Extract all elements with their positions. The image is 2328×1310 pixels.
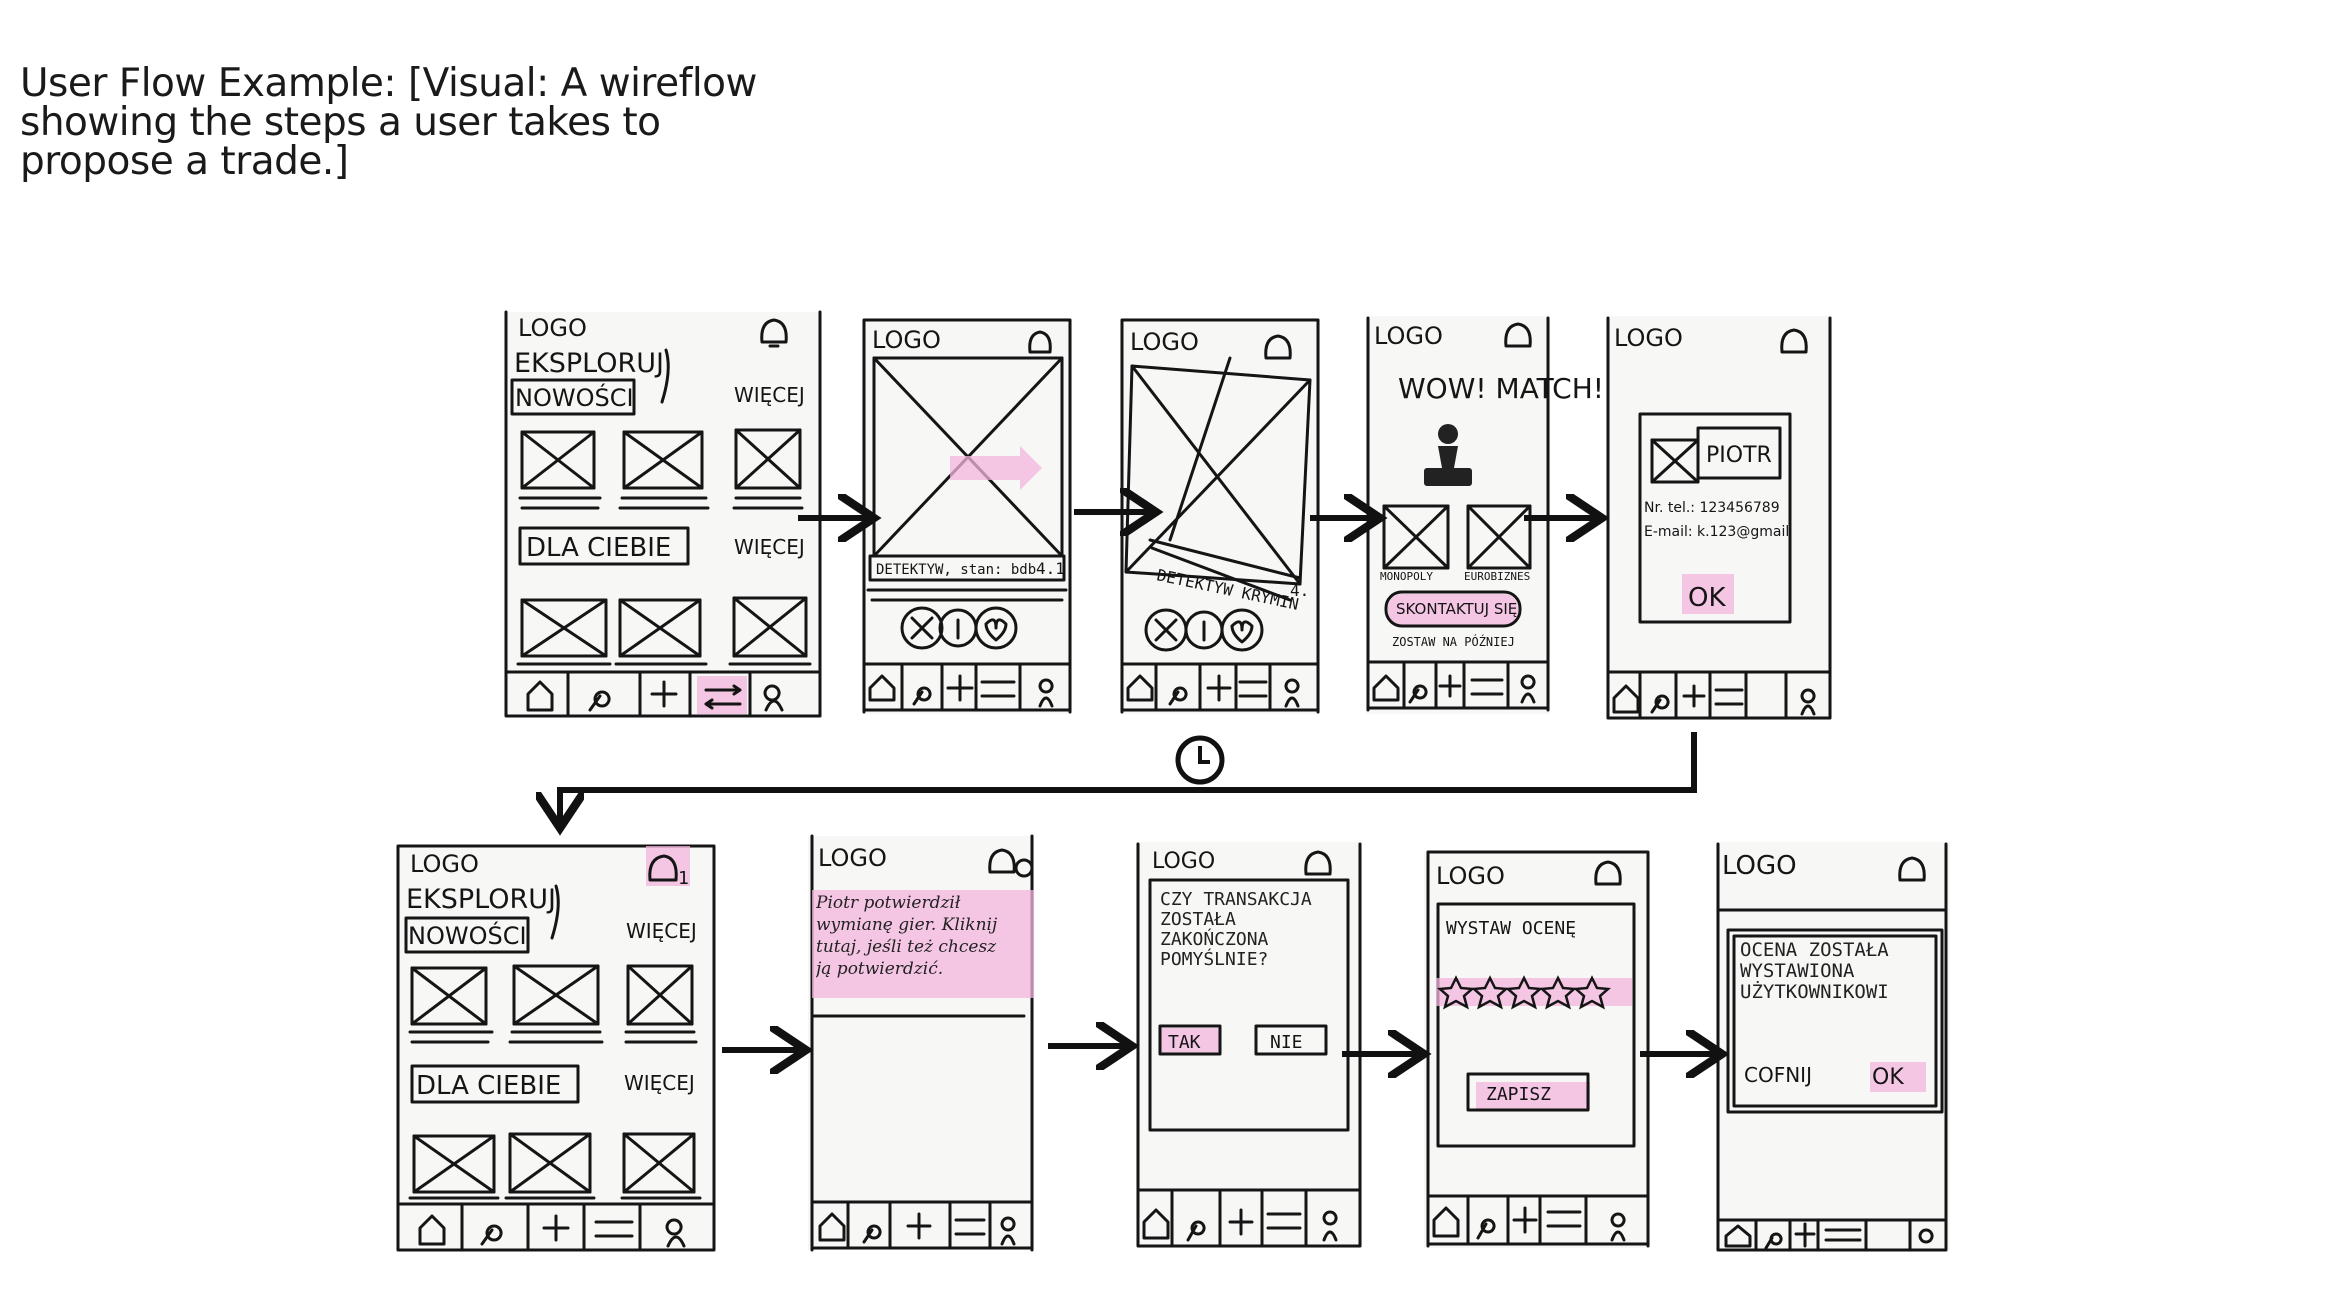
back-button[interactable]: COFNIJ (1744, 1063, 1812, 1087)
ok-button[interactable]: OK (1872, 1065, 1904, 1090)
save-button[interactable] (1466, 1072, 1590, 1112)
nav-bar (526, 670, 784, 718)
bell-icon (1504, 322, 1532, 348)
rating-stars[interactable] (1436, 975, 1612, 1010)
swipe-arrow (950, 446, 1042, 490)
contact-dialog (1638, 412, 1792, 624)
bell-icon (1594, 860, 1622, 886)
contact-phone: Nr. tel.: 123456789 (1644, 500, 1780, 516)
news-label: NOWOŚCI (408, 920, 527, 950)
logo-text: LOGO (518, 314, 587, 342)
more-label-2: WIĘCEJ (734, 535, 805, 559)
contact-button[interactable] (1384, 590, 1522, 628)
screen-explore-notification: LOGO 1 EKSPLORUJ NOWOŚCI WIĘCEJ DLA CIEB… (396, 844, 716, 1252)
logo-text: LOGO (1614, 324, 1683, 352)
screen-swipe: LOGO DETEKTYW, stan: bdb 4.1 (862, 318, 1072, 714)
screen-rated: LOGO OCENA ZOSTAŁA WYSTAWIONA UŻYTKOWNIK… (1716, 842, 1950, 1252)
contact-email: E-mail: k.123@gmail (1644, 524, 1789, 540)
match-title: WOW! MATCH! (1398, 372, 1604, 405)
rated-message: OCENA ZOSTAŁA WYSTAWIONA UŻYTKOWNIKOWI (1740, 940, 1889, 1003)
logo-text: LOGO (1152, 849, 1215, 874)
confirm-question: CZY TRANSAKCJA ZOSTAŁA ZAKOŃCZONA POMYŚL… (1160, 890, 1312, 970)
screen-notifications: LOGO Piotr potwierdził wymianę gier. Kli… (808, 834, 1034, 1252)
no-label: NIE (1270, 1032, 1303, 1053)
screen-swiped: LOGO DETEKTYW KRYMIN 4. (1120, 318, 1320, 714)
card-caption: DETEKTYW, stan: bdb (876, 562, 1036, 578)
logo-text: LOGO (818, 844, 887, 872)
later-link[interactable]: ZOSTAW NA PÓŹNIEJ (1392, 634, 1515, 649)
for-you-label: DLA CIEBIE (416, 1071, 561, 1101)
logo-text: LOGO (872, 326, 941, 354)
nav-bar (1372, 660, 1536, 710)
trade-icon (704, 684, 742, 710)
bell-icon (760, 318, 788, 348)
more-label-2: WIĘCEJ (624, 1071, 695, 1095)
nav-bar (818, 1200, 1016, 1250)
home-icon (526, 680, 554, 712)
game2-label: EUROBIZNES (1464, 570, 1530, 583)
screen-contact: LOGO PIOTR Nr. tel.: 123456789 E-mail: k… (1606, 316, 1832, 720)
save-label: ZAPISZ (1486, 1084, 1551, 1105)
yes-button[interactable] (1158, 1024, 1222, 1056)
confirmation-dialog (1726, 928, 1944, 1114)
notification-count: 1 (678, 868, 689, 889)
bell-icon (1898, 856, 1926, 882)
logo-text: LOGO (410, 850, 479, 878)
profile-icon (763, 684, 784, 712)
logo-text: LOGO (1436, 862, 1505, 890)
card-actions (1144, 608, 1264, 652)
ok-button[interactable]: OK (1688, 583, 1726, 613)
bell-icon (648, 854, 678, 882)
more-label: WIĘCEJ (734, 383, 805, 407)
news-label: NOWOŚCI (515, 382, 634, 412)
game1-label: MONOPOLY (1380, 570, 1433, 583)
screen-match: LOGO WOW! MATCH! MONOPOLY EUROBIZNES SKO… (1366, 316, 1604, 714)
nav-bar (1432, 1194, 1626, 1246)
search-icon (588, 690, 611, 712)
no-button[interactable] (1254, 1024, 1328, 1056)
nav-bar (1126, 662, 1300, 712)
pawn-icon (1424, 424, 1472, 486)
contact-button-label: SKONTAKTUJ SIĘ (1396, 600, 1517, 618)
rate-title: WYSTAW OCENĘ (1446, 918, 1576, 939)
for-you-label: DLA CIEBIE (526, 533, 671, 563)
page-title: User Flow Example: [Visual: A wireflow s… (20, 61, 757, 184)
card-rating: 4. (1290, 581, 1309, 600)
nav-bar (418, 1202, 686, 1252)
logo-text: LOGO (1130, 328, 1199, 356)
explore-heading: EKSPLORUJ (406, 884, 556, 915)
bell-icon (1780, 328, 1808, 354)
card-actions (900, 606, 1018, 650)
nav-bar (868, 662, 1054, 712)
card-rating: 4.1 (1036, 559, 1065, 578)
notification-text[interactable]: Piotr potwierdził wymianę gier. Kliknij … (816, 893, 998, 979)
screen-rate: LOGO WYSTAW OCENĘ ZAPISZ (1424, 850, 1650, 1248)
add-icon (650, 680, 678, 708)
bell-icon (988, 848, 1016, 874)
contact-name: PIOTR (1706, 443, 1772, 468)
bell-icon (1304, 850, 1332, 876)
nav-bar (1612, 670, 1816, 720)
logo-text: LOGO (1374, 322, 1443, 350)
screen-explore: LOGO EKSPLORUJ NOWOŚCI WIĘCEJ DLA CIEBIE… (504, 310, 822, 718)
clock-icon (1175, 735, 1225, 785)
explore-heading: EKSPLORUJ (514, 348, 664, 379)
bell-icon (1264, 334, 1292, 360)
screen-confirm: LOGO CZY TRANSAKCJA ZOSTAŁA ZAKOŃCZONA P… (1136, 842, 1362, 1248)
more-label: WIĘCEJ (626, 919, 697, 943)
nav-bar (1142, 1188, 1338, 1248)
logo-text: LOGO (1722, 851, 1797, 881)
nav-bar (1724, 1218, 1934, 1252)
bell-icon (1028, 330, 1052, 354)
yes-label: TAK (1168, 1032, 1201, 1053)
